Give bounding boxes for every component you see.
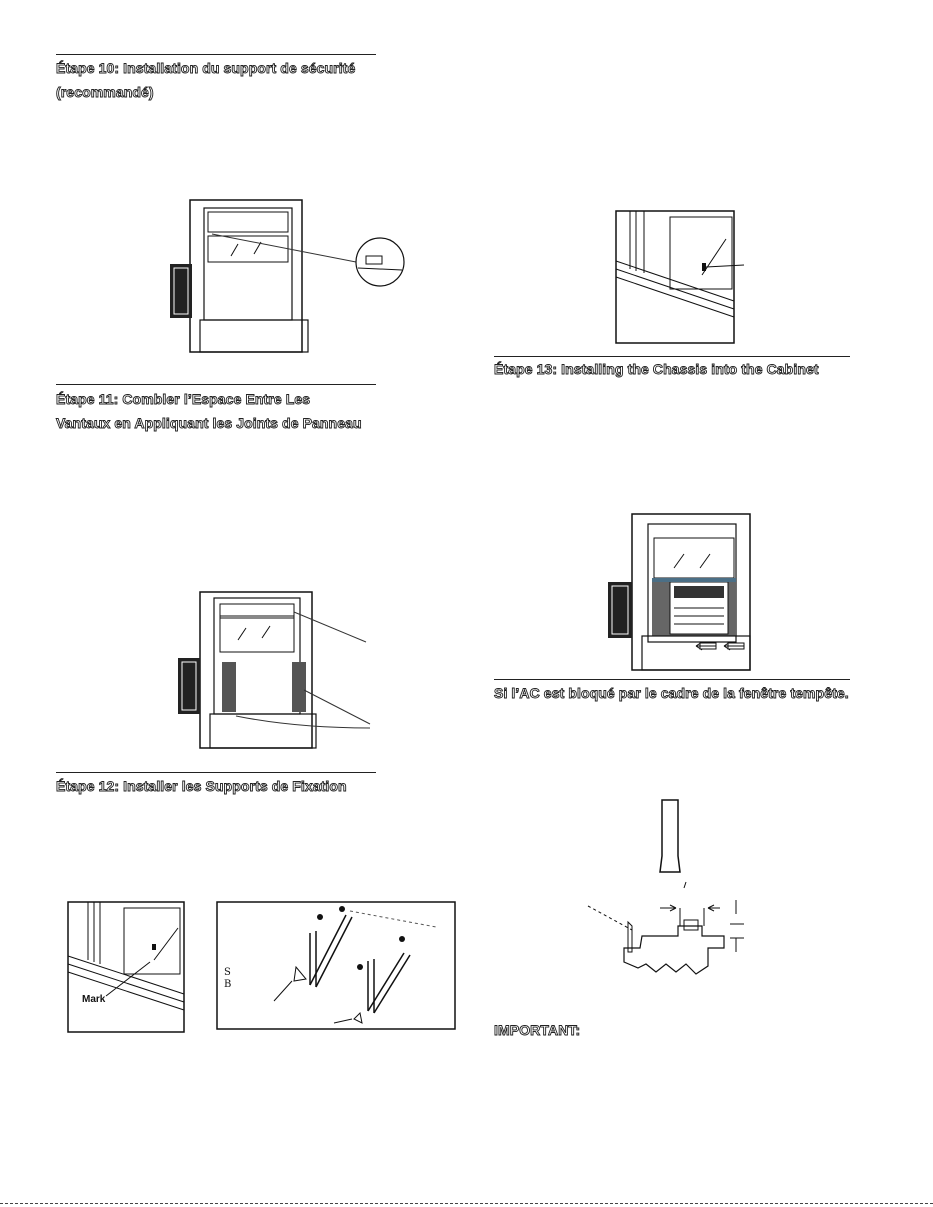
step12-rule	[56, 772, 376, 773]
step12-title: Étape 12: Installer les Supports de Fixa…	[56, 774, 348, 798]
page-bottom-edge	[0, 1203, 933, 1204]
step10-rule	[56, 54, 376, 55]
step13-title-text: Étape 13: Installing the Chassis into th…	[494, 361, 819, 378]
step13-chassis-figure	[604, 512, 774, 672]
step13-title: Étape 13: Installing the Chassis into th…	[494, 357, 819, 381]
step12-title-text: Étape 12: Installer les Supports de Fixa…	[56, 778, 348, 795]
important-label: IMPORTANT:	[494, 1022, 581, 1039]
step11-rule	[56, 384, 376, 385]
step11-figure	[176, 590, 372, 750]
step11-title: Étape 11: Combler l’Espace Entre Les Van…	[56, 387, 362, 435]
mark-label: Mark	[82, 994, 106, 1005]
step10-title: Étape 10: Installation du support de séc…	[56, 56, 356, 104]
step10-title-line1: Étape 10: Installation du support de séc…	[56, 60, 356, 77]
step12-brackets-figure: S B	[216, 901, 456, 1031]
step11-title-line2: Vantaux en Appliquant les Joints de Pann…	[56, 415, 362, 432]
step11-title-line1: Étape 11: Combler l’Espace Entre Les	[56, 391, 311, 408]
storm-title-text: Si l’AC est bloqué par le cadre de la fe…	[494, 685, 850, 702]
small-s-label: S	[224, 967, 231, 978]
storm-figure	[584, 796, 764, 986]
step10-figure	[166, 196, 420, 356]
storm-rule	[494, 679, 850, 680]
step13-figure	[614, 209, 770, 345]
step13-rule	[494, 356, 850, 357]
storm-title: Si l’AC est bloqué par le cadre de la fe…	[494, 681, 850, 705]
step10-title-line2: (recommandé)	[56, 84, 154, 101]
step12-mark-figure: Mark	[66, 900, 186, 1034]
small-b-label: B	[224, 979, 232, 990]
